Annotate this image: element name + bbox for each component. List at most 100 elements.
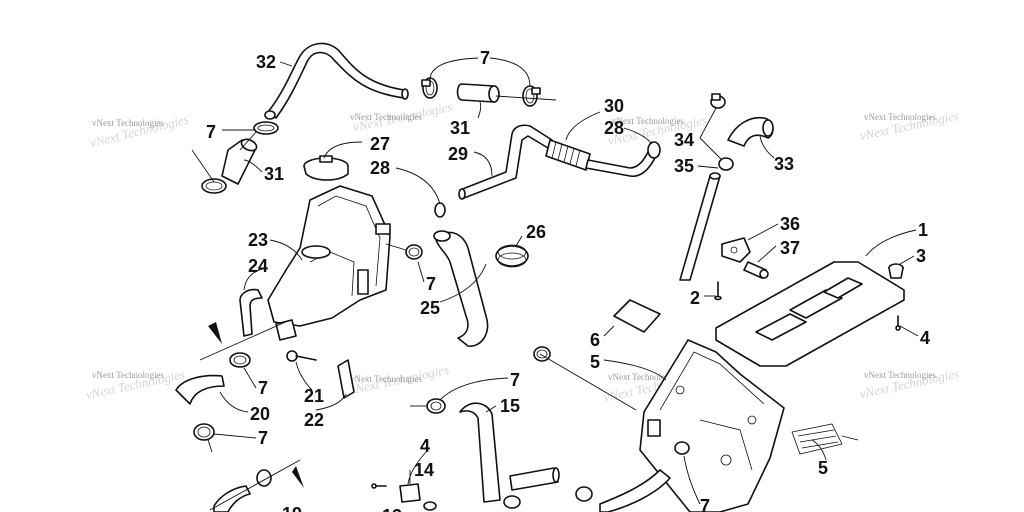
clamp-28 bbox=[434, 202, 446, 218]
callout-7: 7 bbox=[700, 496, 710, 512]
watermark-text: vNext Technologies bbox=[608, 372, 680, 382]
clamp-7-mid bbox=[405, 244, 423, 260]
callout-20: 20 bbox=[250, 404, 270, 424]
clamp-7-top-left bbox=[421, 77, 438, 99]
watermark-text: vNext Technologies bbox=[864, 370, 936, 380]
frame-tunnel-5 bbox=[639, 339, 785, 512]
coupler-31-top bbox=[456, 83, 500, 103]
callout-7: 7 bbox=[258, 378, 268, 398]
radiator-cap-27 bbox=[303, 155, 349, 181]
clamp-35 bbox=[718, 157, 734, 171]
heat-exchanger-detail-5 bbox=[791, 423, 859, 455]
callout-27: 27 bbox=[370, 134, 390, 154]
spring-clamp-26 bbox=[495, 244, 529, 268]
callout-7: 7 bbox=[510, 370, 520, 390]
clamp-7-frame-right bbox=[674, 441, 690, 455]
callout-19: 19 bbox=[282, 504, 302, 512]
clamp-7-left-upper bbox=[253, 121, 279, 135]
hose-15 bbox=[459, 402, 501, 503]
callout-23: 23 bbox=[248, 230, 268, 250]
clamp-28-right bbox=[647, 141, 661, 159]
hose-20 bbox=[175, 374, 225, 405]
callout-7: 7 bbox=[258, 428, 268, 448]
vertical-hose bbox=[679, 172, 721, 281]
bolt-21 bbox=[286, 350, 317, 362]
pin-2 bbox=[714, 281, 722, 301]
callout-14: 14 bbox=[414, 460, 434, 480]
callout-32: 32 bbox=[256, 52, 276, 72]
hose-bottom-left bbox=[213, 485, 251, 512]
watermark-text: vNext Technologies bbox=[350, 374, 422, 384]
corrugated-hose-30 bbox=[545, 139, 657, 178]
bolt-37 bbox=[743, 261, 769, 279]
callout-labels: 32 7 30 31 28 34 33 7 31 27 29 35 28 36 … bbox=[206, 48, 930, 512]
callout-29: 29 bbox=[448, 144, 468, 164]
watermark-text: vNext Technologies bbox=[612, 116, 684, 126]
clamp-7-bottom bbox=[575, 486, 593, 502]
watermark-text: vNext Technologies bbox=[92, 370, 164, 380]
leader-lines bbox=[213, 57, 919, 505]
callout-7: 7 bbox=[480, 48, 490, 68]
callout-22: 22 bbox=[304, 410, 324, 430]
hose-25 bbox=[433, 230, 489, 347]
cover-1 bbox=[715, 261, 905, 367]
clamp-7-left-lower bbox=[201, 178, 227, 194]
elbow-hose-33 bbox=[727, 116, 774, 147]
callout-21: 21 bbox=[304, 386, 324, 406]
shield-6 bbox=[613, 299, 661, 333]
callout-31: 31 bbox=[264, 164, 284, 184]
callout-5: 5 bbox=[818, 458, 828, 478]
hose-bottom-right bbox=[599, 469, 671, 512]
bracket-14 bbox=[399, 483, 421, 503]
bracket-22 bbox=[337, 359, 355, 399]
callout-35: 35 bbox=[674, 156, 694, 176]
callout-13: 13 bbox=[382, 506, 402, 512]
callout-1: 1 bbox=[918, 220, 928, 240]
clamp-13-bottom bbox=[423, 495, 521, 511]
arrow-marker bbox=[292, 466, 304, 488]
callout-24: 24 bbox=[248, 256, 268, 276]
callout-4: 4 bbox=[420, 436, 430, 456]
coolant-reservoir-23 bbox=[267, 185, 391, 341]
watermark-text: vNext Technologies bbox=[92, 118, 164, 128]
screw-4-left bbox=[371, 483, 387, 489]
watermark-text: vNext Technologies bbox=[350, 112, 422, 122]
clamp-7-hose-15 bbox=[426, 398, 446, 414]
screw-4-right bbox=[895, 315, 901, 331]
callout-37: 37 bbox=[780, 238, 800, 258]
callout-6: 6 bbox=[590, 330, 600, 350]
tube-29 bbox=[458, 124, 553, 200]
clamp-7-hose-20-top bbox=[229, 352, 251, 368]
direction-arrows bbox=[208, 322, 304, 488]
callout-15: 15 bbox=[500, 396, 520, 416]
grommet-3 bbox=[888, 263, 904, 279]
callout-7: 7 bbox=[206, 122, 216, 142]
clamp-19 bbox=[256, 469, 272, 487]
arrow-marker bbox=[208, 322, 222, 344]
hose-24 bbox=[239, 288, 263, 337]
callout-36: 36 bbox=[780, 214, 800, 234]
hose-32 bbox=[264, 42, 409, 120]
callout-4: 4 bbox=[920, 328, 930, 348]
watermark-text: vNext Technologies bbox=[864, 112, 936, 122]
clamp-7-top-right bbox=[522, 85, 541, 107]
callout-28: 28 bbox=[604, 118, 624, 138]
callout-34: 34 bbox=[674, 130, 694, 150]
callout-25: 25 bbox=[420, 298, 440, 318]
clamp-7-hose-20-bottom bbox=[193, 423, 215, 441]
callout-5: 5 bbox=[590, 352, 600, 372]
callout-7: 7 bbox=[426, 274, 436, 294]
callout-2: 2 bbox=[690, 288, 700, 308]
callout-33: 33 bbox=[774, 154, 794, 174]
callout-31: 31 bbox=[450, 118, 470, 138]
callout-26: 26 bbox=[526, 222, 546, 242]
bracket-36 bbox=[721, 237, 751, 263]
callout-28: 28 bbox=[370, 158, 390, 178]
center-lines bbox=[191, 95, 637, 511]
clamp-34 bbox=[710, 93, 726, 109]
coupler-31-left bbox=[221, 138, 258, 185]
callout-30: 30 bbox=[604, 96, 624, 116]
callout-3: 3 bbox=[916, 246, 926, 266]
